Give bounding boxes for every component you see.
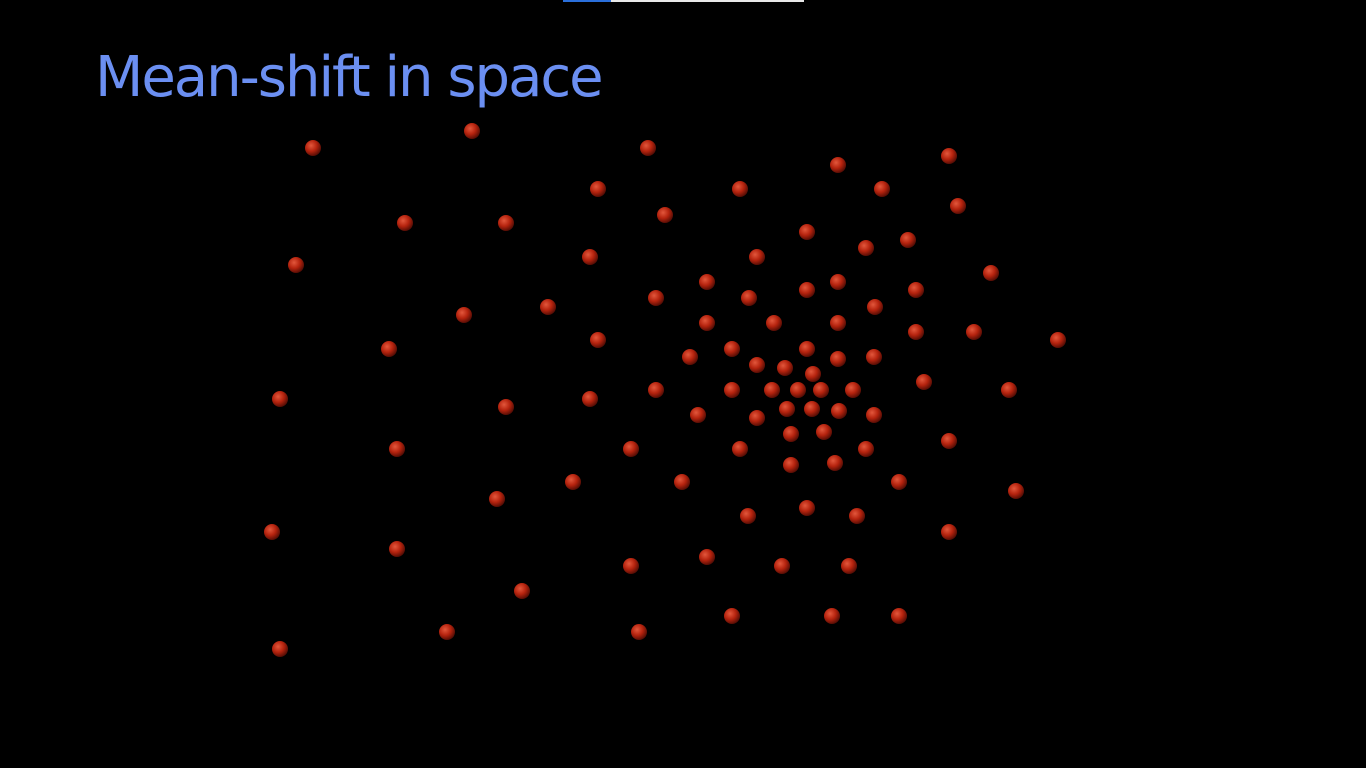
data-point: [841, 558, 857, 574]
data-point: [288, 257, 304, 273]
data-point: [858, 240, 874, 256]
data-point: [941, 433, 957, 449]
slide-title: Mean-shift in space: [95, 45, 604, 110]
data-point: [590, 332, 606, 348]
data-point: [439, 624, 455, 640]
data-point: [830, 274, 846, 290]
data-point: [623, 558, 639, 574]
data-point: [540, 299, 556, 315]
data-point: [582, 391, 598, 407]
data-point: [389, 541, 405, 557]
data-point: [783, 426, 799, 442]
data-point: [845, 382, 861, 398]
data-point: [264, 524, 280, 540]
data-point: [804, 401, 820, 417]
data-point: [724, 608, 740, 624]
data-point: [740, 508, 756, 524]
data-point: [764, 382, 780, 398]
data-point: [732, 181, 748, 197]
data-point: [827, 455, 843, 471]
data-point: [749, 249, 765, 265]
data-point: [389, 441, 405, 457]
data-point: [799, 341, 815, 357]
data-point: [648, 382, 664, 398]
data-point: [749, 357, 765, 373]
data-point: [272, 391, 288, 407]
data-point: [699, 549, 715, 565]
data-point: [724, 341, 740, 357]
data-point: [908, 282, 924, 298]
data-point: [514, 583, 530, 599]
data-point: [790, 382, 806, 398]
data-point: [305, 140, 321, 156]
data-point: [866, 349, 882, 365]
data-point: [648, 290, 664, 306]
data-point: [831, 403, 847, 419]
data-point: [874, 181, 890, 197]
data-point: [397, 215, 413, 231]
video-progress-bar[interactable]: [563, 0, 804, 2]
data-point: [657, 207, 673, 223]
data-point: [830, 157, 846, 173]
data-point: [777, 360, 793, 376]
data-point: [830, 315, 846, 331]
video-progress-fill: [563, 0, 612, 2]
data-point: [866, 407, 882, 423]
data-point: [724, 382, 740, 398]
data-point: [858, 441, 874, 457]
data-point: [891, 474, 907, 490]
data-point: [983, 265, 999, 281]
data-point: [489, 491, 505, 507]
data-point: [640, 140, 656, 156]
data-point: [464, 123, 480, 139]
data-point: [900, 232, 916, 248]
data-point: [741, 290, 757, 306]
data-point: [916, 374, 932, 390]
data-point: [774, 558, 790, 574]
data-point: [891, 608, 907, 624]
data-point: [674, 474, 690, 490]
data-point: [830, 351, 846, 367]
data-point: [498, 399, 514, 415]
data-point: [582, 249, 598, 265]
data-point: [682, 349, 698, 365]
data-point: [908, 324, 924, 340]
data-point: [799, 224, 815, 240]
data-point: [498, 215, 514, 231]
data-point: [623, 441, 639, 457]
data-point: [732, 441, 748, 457]
data-point: [950, 198, 966, 214]
data-point: [799, 500, 815, 516]
data-point: [941, 524, 957, 540]
data-point: [631, 624, 647, 640]
data-point: [456, 307, 472, 323]
data-point: [565, 474, 581, 490]
data-point: [381, 341, 397, 357]
data-point: [966, 324, 982, 340]
data-point: [749, 410, 765, 426]
data-point: [824, 608, 840, 624]
data-point: [699, 274, 715, 290]
data-point: [867, 299, 883, 315]
data-point: [1008, 483, 1024, 499]
data-point: [590, 181, 606, 197]
data-point: [799, 282, 815, 298]
data-point: [1050, 332, 1066, 348]
data-point: [849, 508, 865, 524]
data-point: [816, 424, 832, 440]
data-point: [272, 641, 288, 657]
data-point: [766, 315, 782, 331]
points-layer: [264, 123, 1066, 657]
data-point: [779, 401, 795, 417]
data-point: [690, 407, 706, 423]
data-point: [805, 366, 821, 382]
data-point: [699, 315, 715, 331]
data-point: [1001, 382, 1017, 398]
data-point: [783, 457, 799, 473]
data-point: [941, 148, 957, 164]
data-point: [813, 382, 829, 398]
